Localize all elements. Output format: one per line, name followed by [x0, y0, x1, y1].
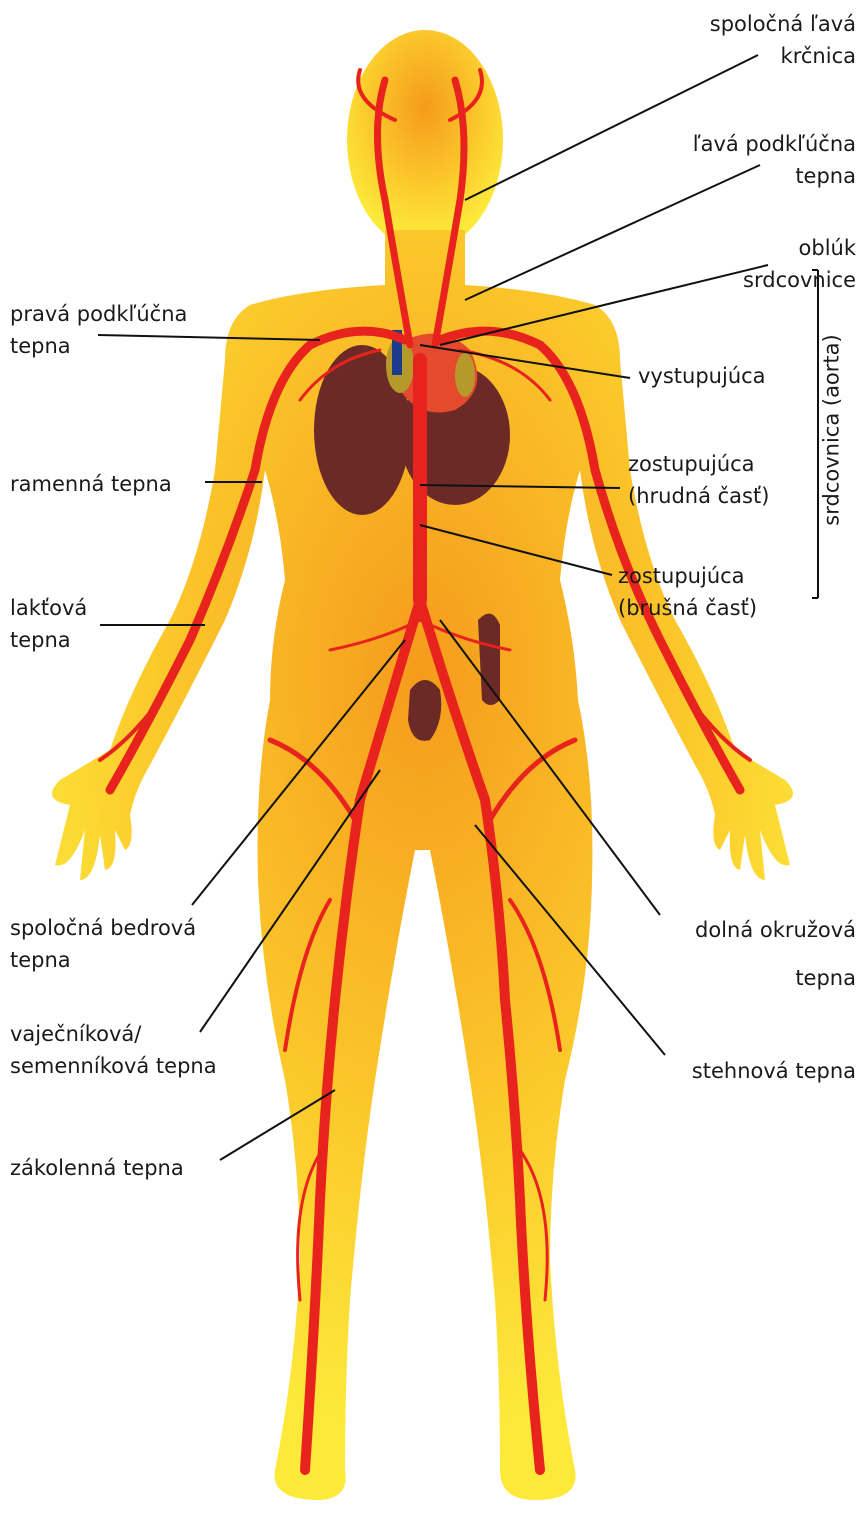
label-prava-podkluchna-tepna: pravá podkľúčna tepna — [10, 298, 187, 362]
label-zakolenna-tepna: zákolenná tepna — [10, 1152, 184, 1184]
label-spolocna-bedrova-tepna: spoločná bedrová tepna — [10, 912, 196, 976]
label-spolocna-lava-krcnica: spoločná ľavá krčnica — [710, 8, 856, 72]
label-lava-podkluchna-tepna: ľavá podkľúčna tepna — [693, 128, 856, 192]
label-ramenna-tepna: ramenná tepna — [10, 468, 172, 500]
label-zostupujuca-hrudna: zostupujúca (hrudná časť) — [628, 448, 769, 512]
label-srdcovnica-aorta: srdcovnica (aorta) — [820, 334, 844, 525]
label-vajecnikova-semennikova-tepna: vaječníková/ semenníková tepna — [10, 1018, 217, 1082]
label-laktova-tepna: lakťová tepna — [10, 592, 87, 656]
label-dolna-okruzova-tepna: dolná okružová tepna — [695, 914, 856, 994]
body-silhouette — [52, 30, 793, 1500]
label-zostupujuca-brusna: zostupujúca (brušná časť) — [618, 560, 757, 624]
label-stehnova-tepna: stehnová tepna — [692, 1055, 856, 1087]
label-obluk-srdcovnice: oblúk srdcovnice — [743, 232, 856, 296]
label-vystupujuca: vystupujúca — [638, 360, 766, 392]
